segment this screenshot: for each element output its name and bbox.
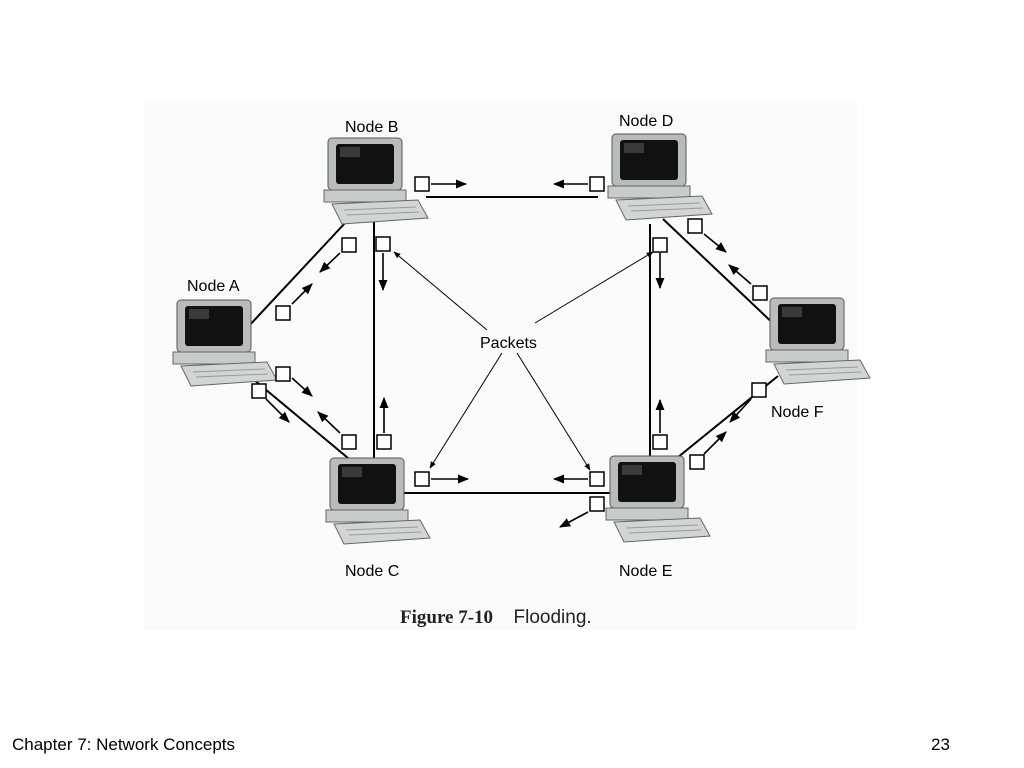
packet-box — [376, 434, 392, 450]
packet-box — [275, 305, 291, 321]
node-b-label: Node B — [345, 119, 398, 136]
footer-page-number: 23 — [931, 735, 950, 754]
pointer-line — [516, 352, 591, 471]
packet-arrows — [265, 179, 752, 528]
packet-box — [652, 237, 668, 253]
packet-box — [652, 434, 668, 450]
packets-label: Packets — [480, 335, 537, 352]
node-f-label: Node F — [771, 404, 824, 421]
arrow — [703, 431, 727, 455]
packet-box — [589, 471, 605, 487]
packet-box — [341, 237, 357, 253]
arrow — [729, 398, 752, 423]
computer-node-b — [323, 137, 429, 225]
pointer-line — [429, 352, 503, 469]
arrow — [703, 233, 727, 253]
figure-caption: Figure 7-10 Flooding. — [400, 607, 592, 628]
footer-chapter-title: Chapter 7: Network Concepts — [12, 735, 235, 754]
computer-node-d — [607, 133, 713, 221]
packet-box — [751, 382, 767, 398]
packet-box — [589, 496, 605, 512]
arrow — [319, 252, 341, 273]
packet-boxes — [251, 176, 768, 512]
node-c-label: Node C — [345, 563, 399, 580]
computer-node-f — [765, 297, 871, 385]
arrow — [559, 511, 589, 528]
packet-box — [589, 176, 605, 192]
node-a-label: Node A — [187, 278, 240, 295]
link-a-b — [246, 221, 347, 329]
packet-box — [341, 434, 357, 450]
computer-node-c — [325, 457, 431, 545]
packet-box — [689, 454, 705, 470]
packets-pointers — [393, 251, 654, 471]
figure-caption-number: Figure 7-10 — [400, 607, 493, 628]
arrow — [291, 377, 313, 397]
packet-box — [414, 471, 430, 487]
packet-box — [251, 383, 267, 399]
network-links — [246, 196, 779, 494]
packet-box — [275, 366, 291, 382]
arrow — [317, 411, 341, 434]
pointer-line — [393, 251, 488, 331]
packet-box — [752, 285, 768, 301]
packet-box — [687, 218, 703, 234]
link-d-f — [662, 218, 779, 329]
arrow — [265, 398, 290, 423]
figure-caption-text: Flooding. — [514, 607, 592, 628]
pointer-line — [534, 251, 654, 324]
packet-box — [414, 176, 430, 192]
packet-box — [375, 236, 391, 252]
node-e-label: Node E — [619, 563, 672, 580]
arrow — [728, 264, 752, 285]
arrow — [291, 283, 313, 305]
node-d-label: Node D — [619, 113, 673, 130]
